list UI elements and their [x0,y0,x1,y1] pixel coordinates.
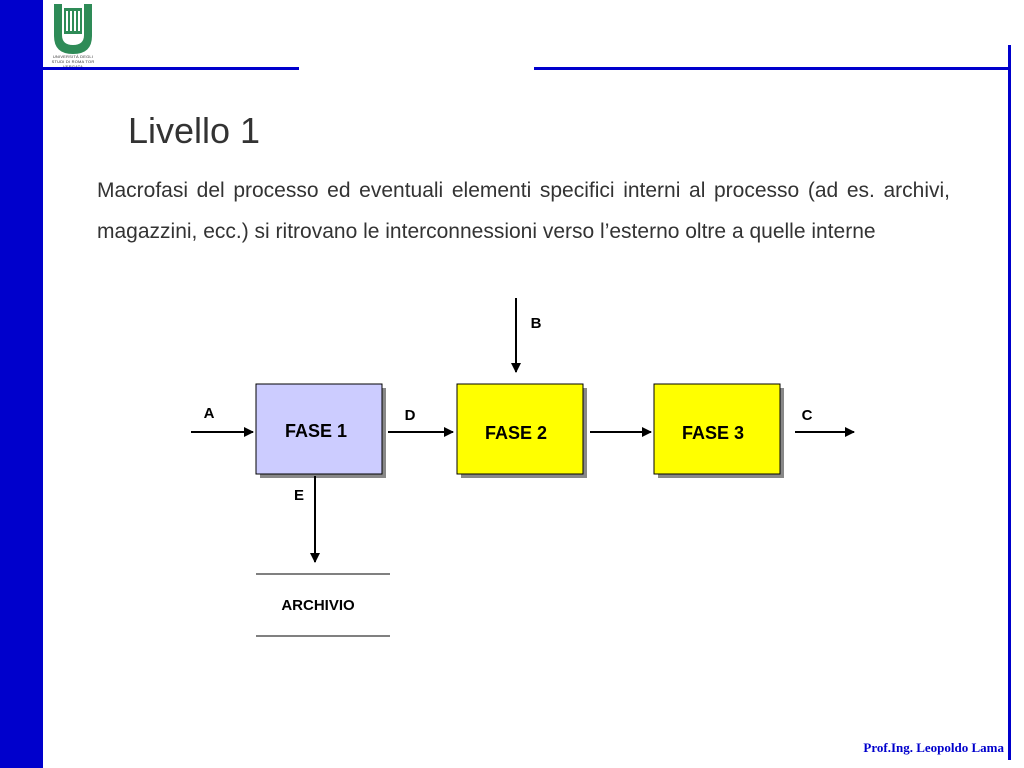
flow-a-label: A [204,405,215,422]
flow-b-arrow: B [511,298,542,373]
node-fase-3: FASE 3 [653,383,784,478]
university-logo-icon [54,4,92,54]
node-fase-2: FASE 2 [456,383,587,478]
logo-caption: UNIVERSITÀ DEGLI STUDI DI ROMA TOR VERGA… [51,54,95,69]
fase-1-label: FASE 1 [285,421,347,441]
archivio-label: ARCHIVIO [281,597,355,614]
flow-e-label: E [294,487,304,504]
top-rule-right [534,67,1010,70]
slide-body-text: Macrofasi del processo ed eventuali elem… [97,179,950,243]
flow-a-arrow: A [191,405,254,437]
flow-b-label: B [531,315,542,332]
node-archivio: ARCHIVIO [256,573,390,637]
node-fase-1: FASE 1 [255,383,386,478]
footer-author: Prof.Ing. Leopoldo Lama [863,740,1004,755]
flow-e-arrow: E [294,476,320,563]
slide-title: Livello 1 [128,110,261,151]
flow-d-arrow: D [388,407,454,437]
right-rule [1008,45,1011,760]
flow-c-arrow: C [795,407,855,437]
flow-c-label: C [802,407,813,424]
left-accent-bar [0,0,43,768]
flow-d-label: D [405,407,416,424]
fase-3-label: FASE 3 [682,423,744,443]
fase-2-label: FASE 2 [485,423,547,443]
top-rule-left [43,67,299,70]
